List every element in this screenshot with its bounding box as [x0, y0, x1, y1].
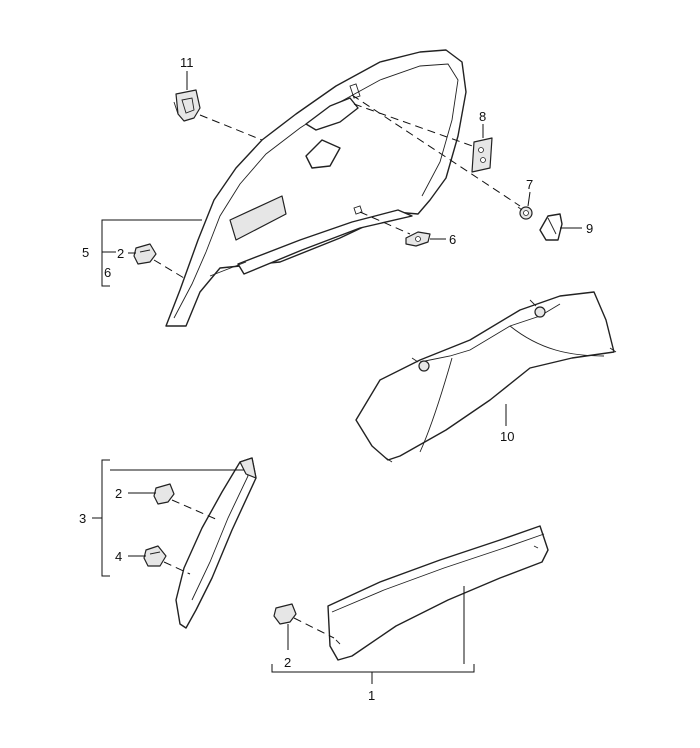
bracket-3 — [101, 459, 110, 577]
part-4-clip — [143, 545, 167, 567]
part-3-side-trim — [175, 457, 257, 629]
callout-6-right: 6 — [449, 232, 456, 247]
callout-7: 7 — [526, 177, 533, 192]
part-1-bottom-trim — [327, 525, 549, 661]
callout-4: 4 — [115, 549, 122, 564]
dash-7 — [351, 94, 521, 207]
callout-5: 5 — [82, 245, 89, 260]
callout-2-left: 2 — [117, 246, 124, 261]
dash-2-bottom — [293, 617, 335, 639]
part-8-plate — [471, 137, 493, 173]
leader-7 — [527, 191, 531, 207]
callout-3: 3 — [79, 511, 86, 526]
callout-10: 10 — [500, 429, 514, 444]
callout-2-mid: 2 — [115, 486, 122, 501]
part-2-clip-bottom — [273, 603, 297, 625]
part-10-panel — [355, 291, 617, 463]
part-9-cap — [539, 213, 563, 241]
callout-11: 11 — [180, 55, 194, 70]
part-11-clip — [173, 89, 201, 122]
part-6-grommet — [405, 231, 431, 247]
bracket-1 — [271, 664, 475, 673]
dash-6-right — [359, 211, 411, 235]
dash-11 — [199, 114, 263, 141]
dash-4 — [163, 561, 191, 575]
dash-8 — [353, 103, 479, 149]
part-2-clip-left — [133, 243, 157, 265]
callout-1: 1 — [368, 688, 375, 703]
callout-9: 9 — [586, 221, 593, 236]
bracket-5 — [101, 219, 110, 287]
lid-lining-main — [165, 49, 467, 327]
part-7-screw — [517, 206, 533, 220]
part-2-clip-mid — [153, 483, 175, 505]
callout-6-left: 6 — [104, 265, 111, 280]
callout-8: 8 — [479, 109, 486, 124]
dash-2-mid — [171, 499, 219, 521]
callout-2-bottom: 2 — [284, 655, 291, 670]
dash-2-left — [153, 259, 185, 279]
